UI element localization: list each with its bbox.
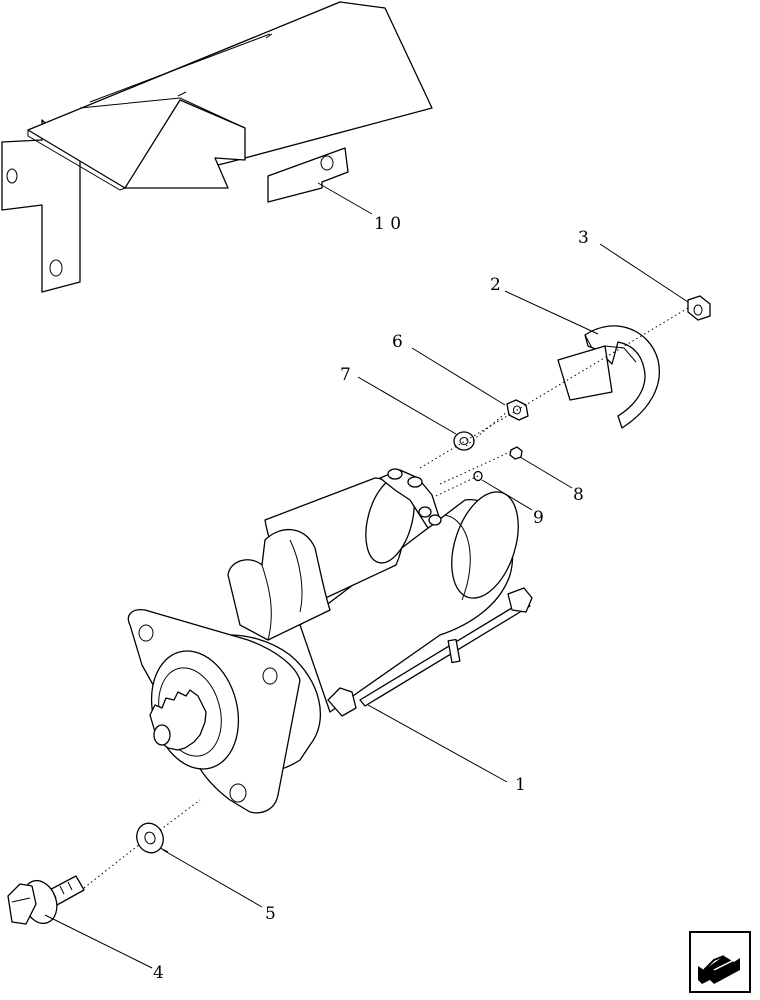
part-7-washer bbox=[453, 431, 475, 451]
callout-10: 1 0 bbox=[374, 214, 401, 234]
part-10-heat-shield bbox=[1, 1, 433, 293]
callout-9: 9 bbox=[533, 508, 544, 528]
previous-page-arrow-icon bbox=[689, 931, 751, 993]
assembly-axis-lines bbox=[83, 307, 689, 889]
callout-3: 3 bbox=[578, 228, 589, 248]
callout-numbers: 1 0 3 2 6 7 8 9 1 5 4 bbox=[153, 214, 589, 983]
previous-page-button[interactable] bbox=[688, 930, 752, 994]
part-5-lock-washer bbox=[136, 822, 169, 854]
part-2-terminal-cover bbox=[557, 325, 660, 429]
callout-2: 2 bbox=[490, 275, 501, 295]
callout-1: 1 bbox=[515, 775, 526, 795]
part-1-starter-motor bbox=[127, 468, 533, 814]
part-4-flange-bolt bbox=[7, 875, 85, 925]
callout-7: 7 bbox=[340, 365, 351, 385]
callout-5: 5 bbox=[265, 904, 276, 924]
part-9-small-washer bbox=[473, 470, 483, 482]
callout-8: 8 bbox=[573, 485, 584, 505]
part-3-nut bbox=[687, 295, 711, 321]
part-8-small-nut bbox=[509, 446, 523, 460]
callout-6: 6 bbox=[392, 332, 403, 352]
leader-lines bbox=[44, 182, 689, 969]
callout-4: 4 bbox=[153, 963, 164, 983]
